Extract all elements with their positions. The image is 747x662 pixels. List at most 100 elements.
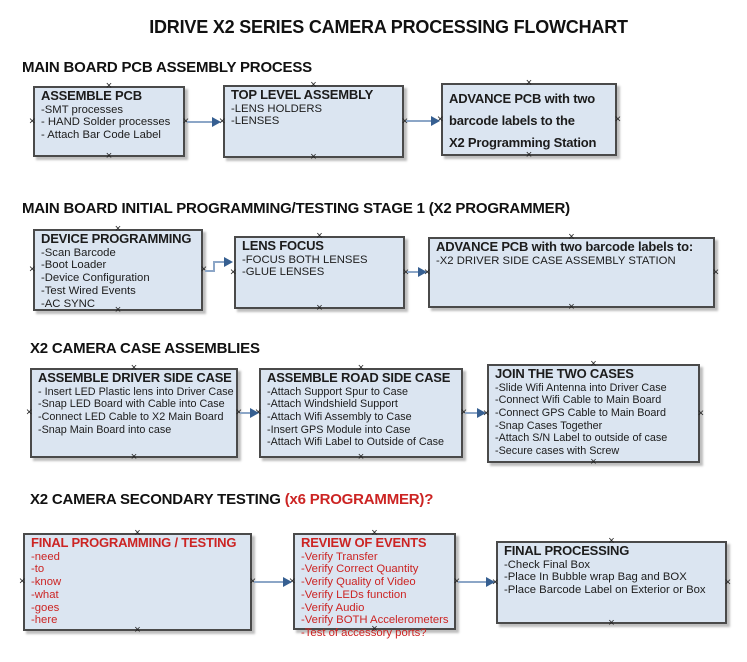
connection-point-icon: × (130, 362, 138, 374)
box-item: -Device Configuration (41, 272, 150, 285)
box-title: REVIEW OF EVENTS (301, 535, 427, 550)
heading-accent-text: (x6 PROGRAMMER)? (284, 491, 434, 508)
connection-point-icon: × (316, 302, 323, 314)
connection-point-icon: × (105, 80, 113, 92)
box-items: -need-to-know-what-goes-here (31, 551, 244, 628)
arrow-right-icon (431, 116, 440, 126)
connection-point-icon: × (29, 115, 36, 127)
connection-point-icon: × (402, 266, 409, 278)
connection-point-icon: × (235, 406, 242, 419)
connection-point-icon: × (608, 535, 615, 547)
heading-text: MAIN BOARD PCB ASSEMBLY PROCESS (22, 59, 312, 76)
box-item: -Verify LEDs function (301, 588, 407, 601)
box-item: -Place Barcode Label on Exterior or Box (504, 584, 706, 597)
box-item: -Snap Cases Together (495, 419, 603, 432)
connection-point-icon: × (130, 451, 138, 463)
box-review-of-events: REVIEW OF EVENTS -Verify Transfer-Verify… (289, 528, 460, 640)
heading-text: X2 CAMERA CASE ASSEMBLIES (30, 340, 260, 357)
connection-point-icon: × (357, 451, 365, 463)
box-item: - Insert LED Plastic lens into Driver Ca… (38, 385, 234, 398)
box-item: -LENS HOLDERS (231, 102, 323, 115)
connection-point-icon: × (401, 115, 408, 127)
arrow-right-icon (477, 408, 486, 418)
section-heading-initial-programming: MAIN BOARD INITIAL PROGRAMMING/TESTING S… (22, 200, 570, 217)
box-title: FINAL PROCESSING (504, 543, 630, 558)
box-item: -Secure cases with Screw (495, 445, 620, 458)
box-item: -Verify Correct Quantity (301, 563, 419, 576)
box-items: -Slide Wifi Antenna into Driver Case-Con… (495, 382, 692, 458)
box-device-programming: DEVICE PROGRAMMING -Scan Barcode-Boot Lo… (29, 224, 207, 316)
box-items: -Scan Barcode-Boot Loader-Device Configu… (41, 247, 195, 311)
box-item: -know (31, 576, 62, 589)
box-item: -Snap Main Board into case (38, 423, 172, 436)
connection-point-icon: × (483, 407, 490, 419)
box-items: - Insert LED Plastic lens into Driver Ca… (38, 385, 234, 437)
connector-line (254, 581, 283, 583)
box-items: -X2 DRIVER SIDE CASE ASSEMBLY STATION (436, 255, 707, 268)
arrow-right-icon (224, 257, 233, 267)
box-item: -Attach Windshield Support (267, 398, 398, 411)
box-item: -to (31, 563, 45, 576)
box-item: -Attach S/N Label to outside of case (495, 432, 668, 445)
connector-line (214, 261, 224, 263)
connection-point-icon: × (724, 576, 731, 588)
connection-point-icon: × (230, 266, 237, 278)
connection-point-icon: × (219, 115, 226, 127)
box-items: -Check Final Box-Place In Bubble wrap Ba… (504, 559, 719, 597)
connection-point-icon: × (371, 623, 378, 635)
heading-text: X2 CAMERA SECONDARY TESTING (30, 491, 285, 508)
box-item: -goes (31, 601, 60, 614)
box-item: -Place In Bubble wrap Bag and BOX (504, 571, 687, 584)
arrow-right-icon (283, 577, 292, 587)
arrow-right-icon (418, 267, 427, 277)
box-item: -Verify BOTH Accelerometers (301, 614, 449, 627)
connection-point-icon: × (568, 231, 575, 243)
box-item: -Test of accessory ports? (301, 627, 427, 640)
box-item: -Test Wired Events (41, 284, 136, 297)
box-lens-focus: LENS FOCUS -FOCUS BOTH LENSES-GLUE LENSE… (230, 231, 409, 314)
box-item: -SMT processes (41, 103, 124, 116)
box-items: -SMT processes- HAND Solder processes- A… (41, 104, 177, 142)
connector-line (407, 271, 418, 273)
box-title: DEVICE PROGRAMMING (41, 231, 192, 246)
connection-point-icon: × (105, 150, 113, 162)
connection-point-icon: × (590, 456, 597, 468)
connection-point-icon: × (249, 575, 256, 588)
connection-point-icon: × (134, 624, 141, 636)
connection-point-icon: × (492, 576, 499, 588)
box-assemble-pcb: ASSEMBLE PCB -SMT processes- HAND Solder… (29, 81, 189, 162)
box-item: -FOCUS BOTH LENSES (242, 253, 368, 266)
connection-point-icon: × (134, 527, 141, 539)
connection-point-icon: × (310, 151, 317, 163)
connection-point-icon: × (357, 362, 365, 374)
box-item: -Boot Loader (41, 259, 107, 272)
connection-point-icon: × (525, 149, 533, 161)
box-item: -Snap LED Board with Cable into Case (38, 398, 225, 411)
connection-point-icon: × (182, 115, 189, 127)
connection-point-icon: × (200, 263, 207, 276)
box-final-processing: FINAL PROCESSING -Check Final Box-Place … (492, 536, 731, 629)
box-item: -X2 DRIVER SIDE CASE ASSEMBLY STATION (436, 254, 676, 267)
box-assemble-driver-side-case: ASSEMBLE DRIVER SIDE CASE - Insert LED P… (26, 363, 242, 463)
box-item: -GLUE LENSES (242, 266, 325, 279)
box-item: -Insert GPS Module into Case (267, 423, 411, 436)
connector-line (187, 121, 212, 123)
connection-point-icon: × (608, 617, 615, 629)
section-heading-case-assemblies: X2 CAMERA CASE ASSEMBLIES (30, 340, 260, 357)
connection-point-icon: × (437, 113, 444, 125)
arrow-right-icon (486, 577, 495, 587)
connection-point-icon: × (614, 113, 621, 125)
connection-point-icon: × (453, 575, 460, 587)
box-item: -LENSES (231, 115, 280, 128)
box-advance-pcb-driver-side: ADVANCE PCB with two barcode labels to: … (424, 232, 719, 313)
box-item: -Scan Barcode (41, 246, 116, 259)
box-title: TOP LEVEL ASSEMBLY (231, 87, 374, 102)
connection-point-icon: × (424, 266, 431, 278)
box-top-level-assembly: TOP LEVEL ASSEMBLY -LENS HOLDERS-LENSES … (219, 80, 408, 163)
box-item: -Slide Wifi Antenna into Driver Case (495, 381, 667, 394)
connection-point-icon: × (525, 77, 533, 89)
box-assemble-road-side-case: ASSEMBLE ROAD SIDE CASE -Attach Support … (255, 363, 467, 463)
connection-point-icon: × (371, 527, 378, 539)
connection-point-icon: × (29, 263, 36, 276)
